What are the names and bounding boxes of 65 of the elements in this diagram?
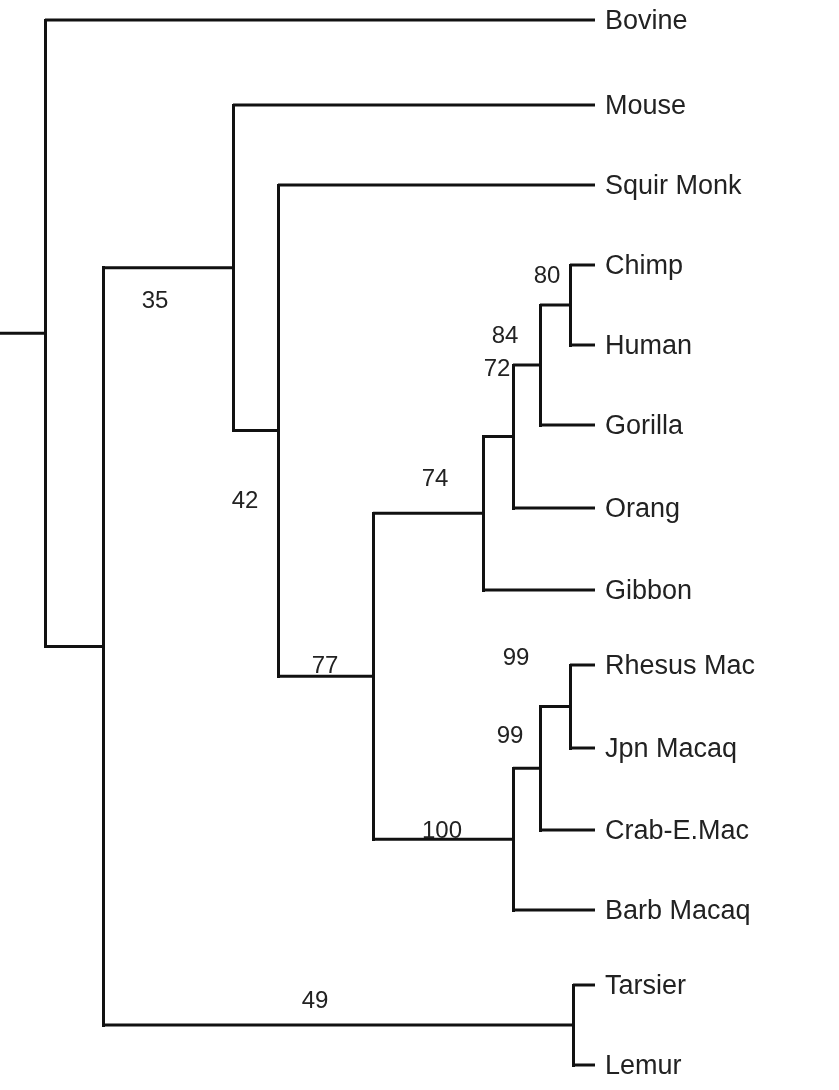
branch-line bbox=[45, 644, 103, 648]
clade-node-bar bbox=[568, 263, 572, 347]
taxon-label: Bovine bbox=[605, 4, 688, 36]
branch-line bbox=[278, 674, 373, 678]
branch-line bbox=[233, 103, 595, 107]
branch-line bbox=[540, 423, 595, 427]
branch-line bbox=[278, 183, 595, 187]
branch-line bbox=[540, 303, 570, 307]
clade-node-bar bbox=[231, 103, 235, 433]
taxon-label: Orang bbox=[605, 492, 681, 524]
clade-node-bar bbox=[511, 363, 515, 510]
bootstrap-value: 80 bbox=[533, 261, 561, 289]
clade-node-bar bbox=[511, 766, 515, 912]
taxon-label: Squir Monk bbox=[605, 169, 742, 201]
clade-node-bar bbox=[538, 705, 542, 832]
branch-line bbox=[373, 511, 483, 515]
taxon-label: Chimp bbox=[605, 249, 684, 281]
branch-line bbox=[570, 263, 595, 267]
clade-node-bar bbox=[538, 303, 542, 427]
taxon-label: Rhesus Mac bbox=[605, 649, 756, 681]
taxon-label: Gorilla bbox=[605, 409, 684, 441]
clade-node-bar bbox=[568, 663, 572, 750]
bootstrap-value: 99 bbox=[496, 721, 524, 749]
branch-line bbox=[570, 746, 595, 750]
taxon-label: Tarsier bbox=[605, 969, 686, 1001]
taxon-label: Human bbox=[605, 329, 693, 361]
branch-line bbox=[513, 908, 595, 912]
taxon-label: Crab-E.Mac bbox=[605, 814, 750, 846]
branch-line bbox=[0, 331, 45, 335]
bootstrap-value: 42 bbox=[231, 486, 259, 514]
branch-line bbox=[103, 1023, 573, 1027]
taxon-label: Barb Macaq bbox=[605, 894, 751, 926]
clade-node-bar bbox=[371, 511, 375, 841]
branch-line bbox=[513, 506, 595, 510]
bootstrap-value: 77 bbox=[311, 651, 339, 679]
branch-line bbox=[570, 343, 595, 347]
taxon-label: Jpn Macaq bbox=[605, 732, 738, 764]
taxon-label: Lemur bbox=[605, 1049, 682, 1081]
branch-line bbox=[45, 18, 595, 22]
bootstrap-value: 99 bbox=[502, 643, 530, 671]
branch-line bbox=[540, 705, 570, 708]
branch-line bbox=[233, 429, 278, 433]
bootstrap-value: 49 bbox=[301, 986, 329, 1014]
bootstrap-value: 84 bbox=[491, 321, 519, 349]
bootstrap-value: 74 bbox=[421, 464, 449, 492]
branch-line bbox=[513, 363, 540, 367]
clade-node-bar bbox=[276, 183, 280, 678]
clade-node-bar bbox=[481, 435, 485, 592]
bootstrap-value: 72 bbox=[483, 354, 511, 382]
bootstrap-value: 100 bbox=[422, 816, 462, 844]
taxon-label: Mouse bbox=[605, 89, 687, 121]
bootstrap-value: 35 bbox=[141, 286, 169, 314]
clade-node-bar bbox=[101, 266, 105, 1027]
branch-line bbox=[570, 663, 595, 667]
branch-line bbox=[540, 828, 595, 832]
clade-node-bar bbox=[571, 983, 575, 1067]
branch-line bbox=[573, 1063, 595, 1067]
branch-line bbox=[103, 266, 233, 270]
branch-line bbox=[483, 435, 513, 438]
taxon-label: Gibbon bbox=[605, 574, 693, 606]
branch-line bbox=[513, 766, 540, 770]
clade-node-bar bbox=[43, 18, 47, 648]
branch-line bbox=[483, 588, 595, 592]
branch-line bbox=[573, 983, 595, 987]
branch-line bbox=[373, 837, 513, 841]
